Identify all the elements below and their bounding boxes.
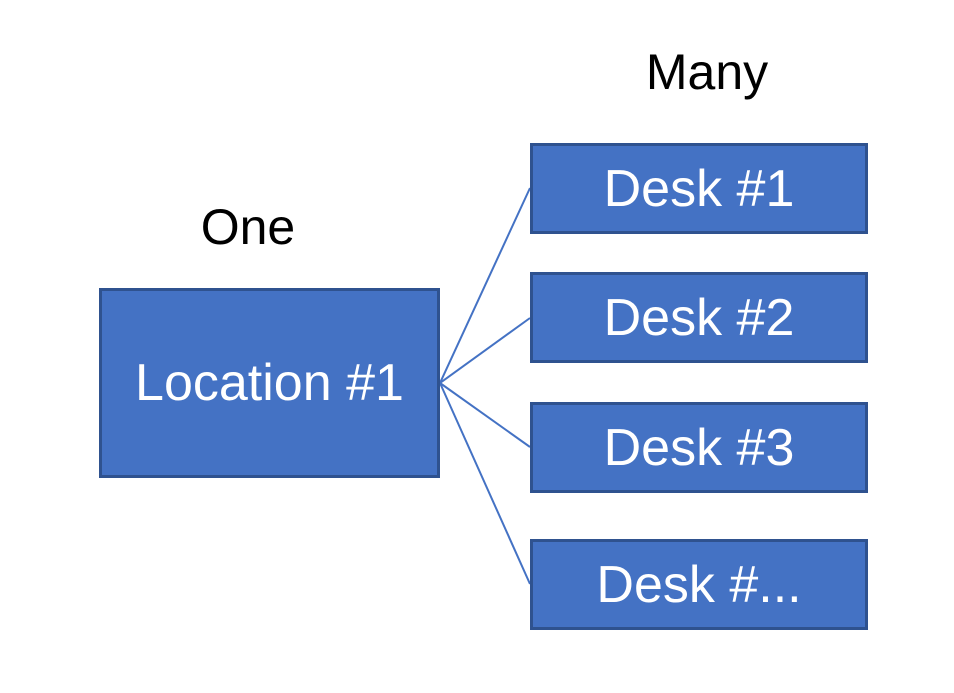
connector-line-desk-3	[439, 382, 531, 448]
desk-box-ellipsis-label: Desk #...	[596, 555, 802, 614]
desk-box-1-label: Desk #1	[603, 159, 795, 218]
connector-line-desk-4	[439, 382, 531, 585]
desk-box-3-label: Desk #3	[603, 418, 795, 477]
desk-box-3: Desk #3	[530, 402, 868, 493]
desk-box-1: Desk #1	[530, 143, 868, 234]
desk-box-2-label: Desk #2	[603, 288, 795, 347]
many-label: Many	[645, 44, 769, 100]
connector-line-desk-1	[439, 187, 531, 384]
location-box: Location #1	[99, 288, 440, 478]
location-box-label: Location #1	[135, 354, 404, 412]
one-label: One	[200, 199, 296, 255]
connector-line-desk-2	[439, 317, 531, 384]
desk-box-ellipsis: Desk #...	[530, 539, 868, 630]
desk-box-2: Desk #2	[530, 272, 868, 363]
